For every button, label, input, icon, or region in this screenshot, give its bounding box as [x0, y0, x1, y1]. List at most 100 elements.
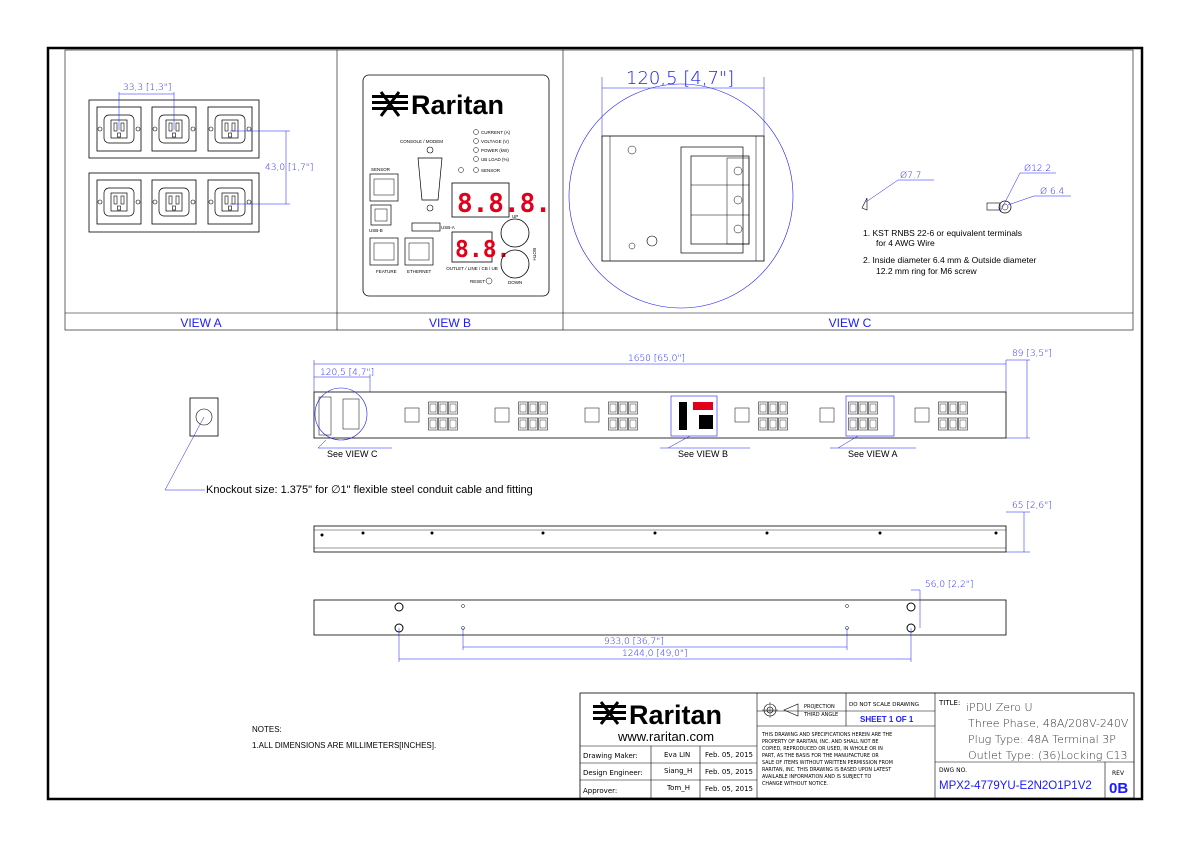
view-a: 33,3 [1,3"] 43,0 [1,7"] VIEW A — [88, 83, 313, 330]
dwg-no-label: DWG NO. — [939, 767, 967, 774]
third-angle-projection-icon — [762, 702, 799, 718]
website: www.raritan.com — [617, 729, 714, 744]
notes-line1: 1.ALL DIMENSIONS ARE MILLIMETERS[INCHES]… — [252, 741, 436, 750]
display-main — [451, 182, 510, 218]
person-name: Tom_H — [666, 784, 690, 792]
usb-a-port — [411, 222, 441, 232]
role-label: Drawing Maker: — [583, 752, 638, 760]
sheet-number: SHEET 1 OF 1 — [860, 715, 914, 724]
view-a-dim-horizontal: 33,3 [1,3"] — [123, 83, 171, 93]
do-not-scale: DO NOT SCALE DRAWING — [849, 702, 919, 708]
view-b-label: VIEW B — [429, 316, 471, 330]
sign-date: Feb. 05, 2015 — [705, 751, 753, 759]
display-outlet — [451, 231, 493, 263]
display-main-digits: 8.8.8. — [457, 189, 551, 219]
led-label: VOLTAGE (V) — [481, 139, 509, 144]
see-view-b: See VIEW B — [678, 449, 728, 459]
reset-button — [485, 277, 493, 285]
usb-b-port — [370, 204, 392, 226]
ethernet-port — [404, 237, 434, 266]
title-block-brand: Raritan — [629, 700, 722, 730]
disclaimer: THIS DRAWING AND SPECIFICATIONS HEREIN A… — [761, 732, 893, 787]
title-line: Three Phase, 48A/208V-240V — [968, 717, 1129, 730]
feature-port — [369, 237, 399, 266]
led-label: UB LOAD (%) — [481, 157, 510, 162]
front-dim-end: 120,5 [4,7"] — [320, 368, 374, 378]
disclaimer-line: PART, AS THE BASIS FOR THE MANUFACTURE O… — [762, 753, 879, 759]
third-angle-label: THIRD ANGLE — [803, 712, 838, 718]
view-a-label: VIEW A — [180, 316, 221, 330]
back-dim-c: 1244,0 [49,0"] — [622, 649, 688, 659]
back-view: 56,0 [2,2"] 933,0 [36,7"] 1244,0 [49,0"] — [313, 580, 1007, 662]
back-dim-b: 933,0 [36,7"] — [604, 637, 664, 647]
person-name: Siang_H — [664, 767, 692, 775]
view-a-dim-vertical: 43,0 [1,7"] — [265, 163, 313, 173]
rev-value: 0B — [1109, 780, 1128, 797]
display-outlet-digits: 8.8. — [455, 237, 510, 263]
outlet-label: OUTLET / LINE / CB / UB — [446, 266, 497, 271]
led-label: CURRENT (A) — [481, 130, 511, 135]
rev-label: REV — [1112, 770, 1125, 777]
sensor-port-label: SENSOR — [371, 167, 391, 172]
terminal-note-2a: 2. Inside diameter 6.4 mm & Outside diam… — [863, 255, 1037, 265]
projection-label: PROJECTION — [804, 704, 835, 710]
back-dim-a: 56,0 [2,2"] — [925, 580, 973, 590]
down-button — [500, 249, 530, 279]
knockout-hole-icon — [195, 408, 213, 426]
usb-b-label: USB-B — [369, 228, 383, 233]
phi-12-2: Ø12.2 — [1024, 163, 1051, 174]
usb-a-label: USB-A — [441, 225, 455, 230]
front-view: 1650 [65,0"] 89 [3,5"] 120,5 [4,7"] See … — [313, 349, 1052, 459]
phi-6-4: Ø 6.4 — [1040, 186, 1064, 197]
led-label: POWER (kW) — [481, 148, 509, 153]
front-dim-width: 89 [3,5"] — [1012, 349, 1052, 359]
view-c: 120,5 [4,7"] Ø7.7 Ø12.2 Ø 6.4 1. KST RNB… — [568, 68, 1071, 330]
raritan-logo-icon — [372, 91, 408, 117]
role-label: Approver: — [583, 787, 617, 795]
feature-label: FEATURE — [376, 269, 397, 274]
disclaimer-line: COPIED, REPRODUCED OR USED, IN WHOLE OR … — [762, 746, 883, 752]
disclaimer-line: SALE OF ITEMS WITHOUT WRITTEN PERMISSION… — [762, 760, 893, 766]
front-dim-total: 1650 [65,0"] — [628, 354, 685, 364]
end-view: Knockout size: 1.375" for ∅1" flexible s… — [164, 397, 533, 496]
phi-7-7: Ø7.7 — [900, 170, 921, 181]
sign-date: Feb. 05, 2015 — [705, 768, 753, 776]
disclaimer-line: PROPERTY OF RARITAN, INC. AND SHALL NOT … — [762, 739, 878, 745]
disclaimer-line: AVAILABLE INFORMATION AND IS SUBJECT TO — [762, 774, 871, 780]
title-block-logo-icon — [593, 701, 626, 725]
see-view-a: See VIEW A — [848, 449, 898, 459]
console-label: CONSOLE / MODEM — [400, 139, 443, 144]
led-label: SENSOR — [481, 168, 501, 173]
title-line: Plug Type: 48A Terminal 3P — [968, 733, 1116, 746]
down-label: DOWN — [508, 280, 522, 285]
title-label: TITLE: — [938, 699, 960, 707]
reset-label: RESET — [470, 279, 485, 284]
role-label: Design Engineer: — [583, 769, 643, 777]
terminal-note-1b: for 4 AWG Wire — [876, 238, 935, 248]
notes-title: NOTES: — [252, 725, 282, 734]
up-button — [500, 218, 530, 248]
view-b: Raritan CONSOLE / MODEM CURRENT (A) VOLT… — [362, 74, 551, 330]
led-indicators: CURRENT (A) VOLTAGE (V) POWER (kW) UB LO… — [458, 129, 511, 173]
side-view: 65 [2,6"] — [313, 501, 1052, 553]
disclaimer-line: RARITAN, INC. THIS DRAWING IS BASED UPON… — [762, 767, 891, 773]
both-label: BOTH — [532, 248, 537, 261]
terminal-note-2b: 12.2 mm ring for M6 screw — [876, 266, 977, 276]
side-dim-depth: 65 [2,6"] — [1012, 501, 1052, 511]
ground-screw-icon — [646, 235, 658, 247]
title-line: Outlet Type: (36)Locking C13 — [968, 749, 1128, 762]
knockout-note: Knockout size: 1.375" for ∅1" flexible s… — [206, 484, 533, 496]
console-port — [417, 157, 443, 201]
ethernet-label: ETHERNET — [407, 269, 432, 274]
title-line: iPDU Zero U — [966, 701, 1033, 714]
panel-brand: Raritan — [411, 90, 504, 120]
see-view-c: See VIEW C — [327, 449, 378, 459]
sensor-port — [369, 173, 399, 202]
sign-date: Feb. 05, 2015 — [705, 785, 753, 793]
disclaimer-line: CHANGE WITHOUT NOTICE. — [762, 781, 828, 787]
dwg-number: MPX2-4779YU-E2N2O1P1V2 — [939, 780, 1092, 792]
disclaimer-line: THIS DRAWING AND SPECIFICATIONS HEREIN A… — [761, 732, 892, 738]
person-name: Eva LIN — [664, 751, 690, 759]
up-label: UP — [512, 214, 518, 219]
